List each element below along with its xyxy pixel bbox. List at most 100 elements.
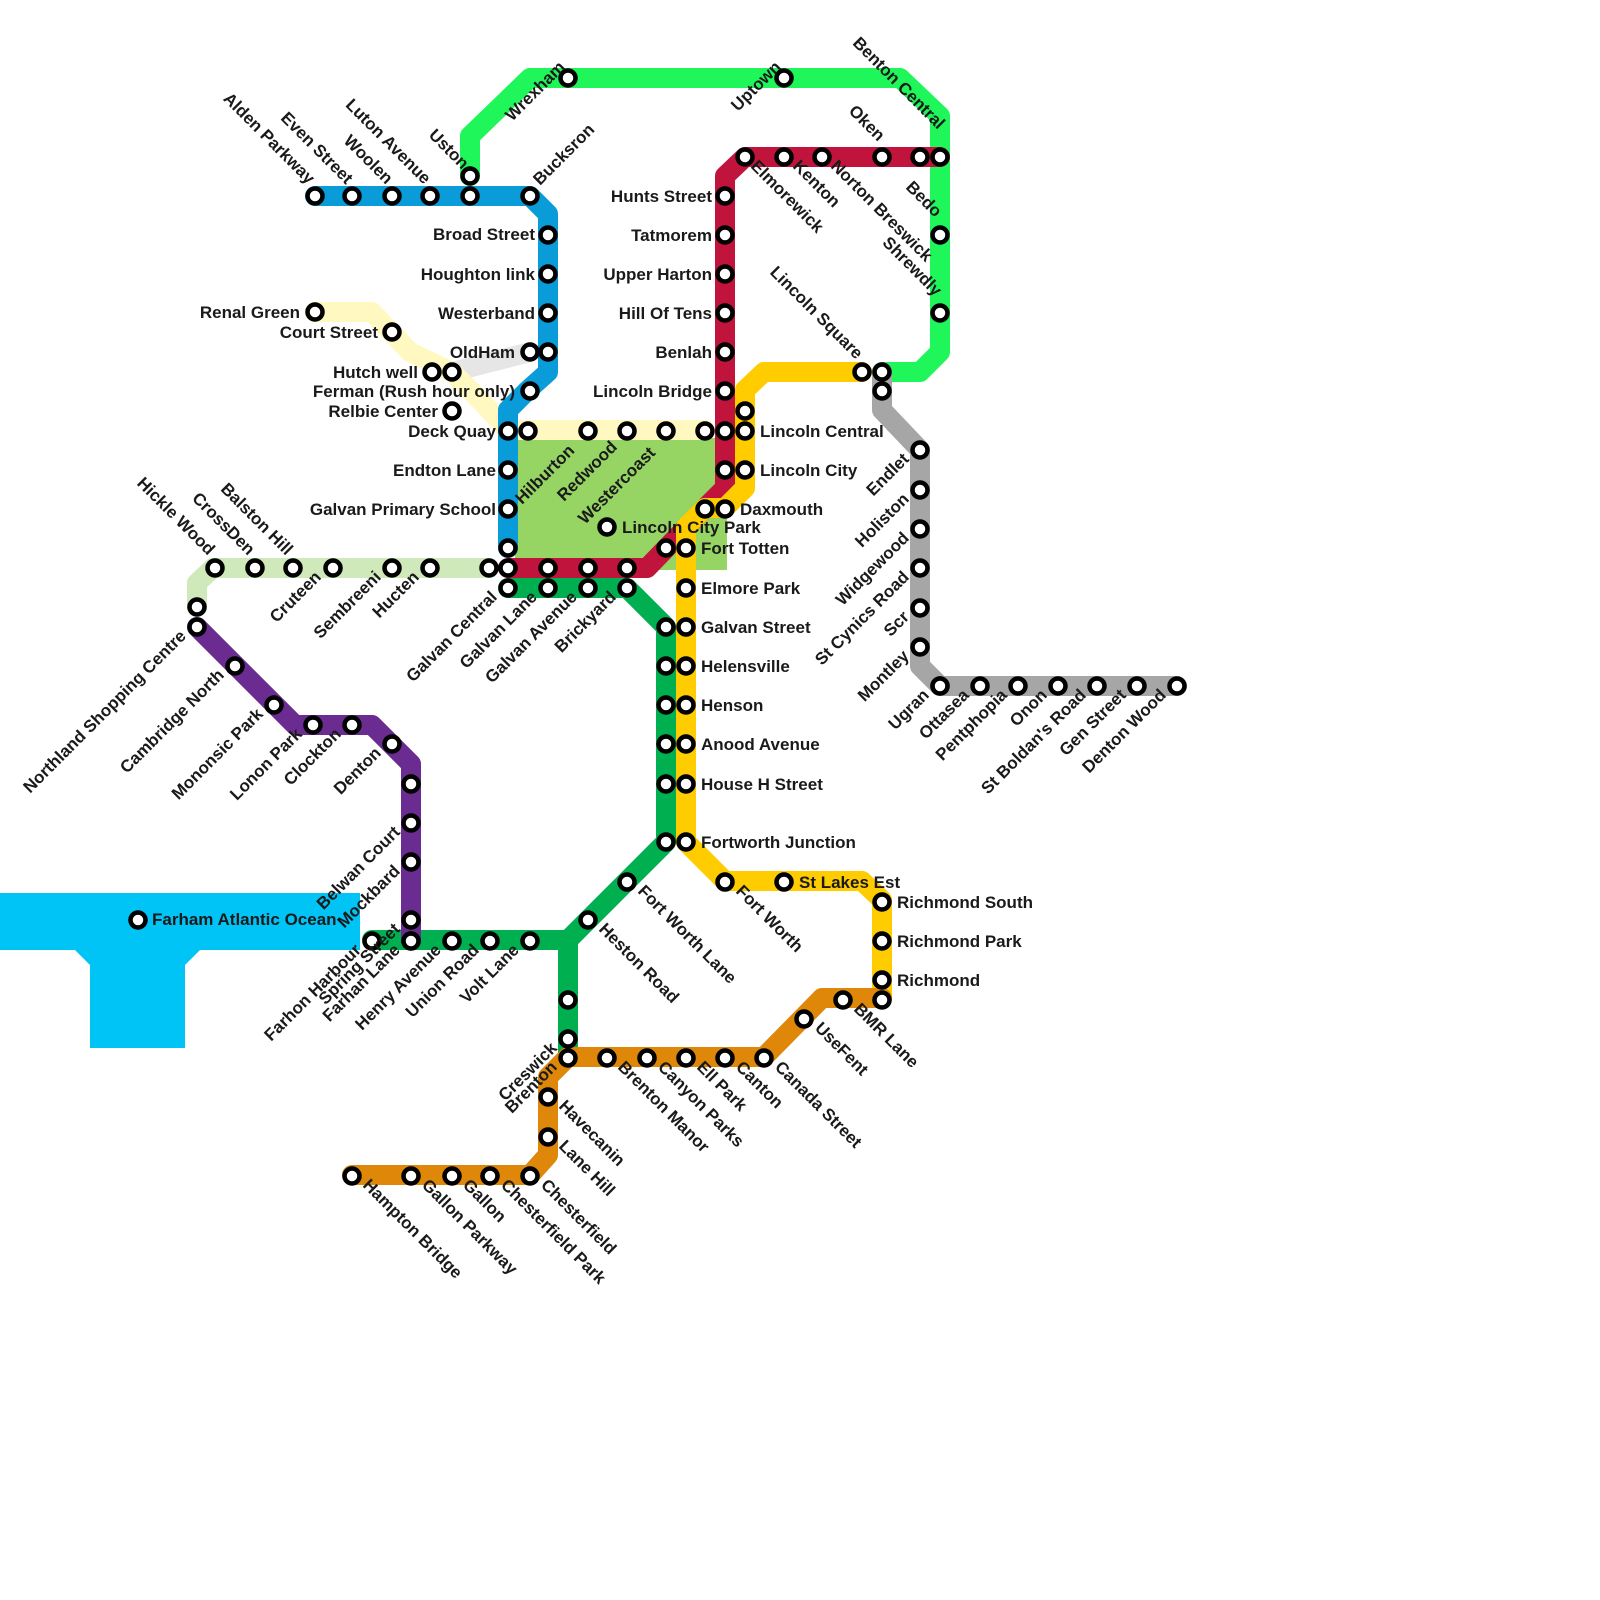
station-richmond-park[interactable]: Richmond Park [875, 932, 1023, 951]
station-hampton-bridge[interactable]: Hampton Bridge [345, 1169, 467, 1283]
station-marker[interactable] [286, 561, 301, 576]
station-marker[interactable] [718, 228, 733, 243]
station-fortworth-junction[interactable]: Fortworth Junction [679, 833, 856, 852]
station-marker[interactable] [933, 679, 948, 694]
station-marker[interactable] [445, 404, 460, 419]
station-marker[interactable] [875, 934, 890, 949]
station-marker[interactable] [501, 581, 516, 596]
station-farham-atlantic-ocean[interactable]: Farham Atlantic Ocean [131, 910, 337, 929]
station-marker[interactable] [208, 561, 223, 576]
interchange-stop-marker[interactable] [698, 502, 713, 517]
station-galvan-primary-school[interactable]: Galvan Primary School [310, 500, 516, 519]
interchange-stop-marker[interactable] [698, 424, 713, 439]
interchange-stop-marker[interactable] [404, 777, 419, 792]
station-marker[interactable] [404, 855, 419, 870]
station-marker[interactable] [777, 875, 792, 890]
interchange-stop-marker[interactable] [913, 150, 928, 165]
station-marker[interactable] [308, 305, 323, 320]
station-marker[interactable] [679, 581, 694, 596]
station-marker[interactable] [1170, 679, 1185, 694]
station-marker[interactable] [679, 620, 694, 635]
station-marker[interactable] [541, 306, 556, 321]
station-anood-avenue[interactable]: Anood Avenue [679, 735, 820, 754]
interchange-stop-marker[interactable] [875, 365, 890, 380]
station-marker[interactable] [875, 973, 890, 988]
station-marker[interactable] [523, 345, 538, 360]
station-elmore-park[interactable]: Elmore Park [679, 579, 801, 598]
station-marker[interactable] [404, 1169, 419, 1184]
station-marker[interactable] [913, 601, 928, 616]
station-marker[interactable] [679, 698, 694, 713]
station-marker[interactable] [973, 679, 988, 694]
station-marker[interactable] [501, 502, 516, 517]
station-marker[interactable] [738, 150, 753, 165]
interchange-stop-marker[interactable] [445, 365, 460, 380]
station-marker[interactable] [248, 561, 263, 576]
station-broad-street[interactable]: Broad Street [433, 225, 556, 244]
station-marker[interactable] [913, 443, 928, 458]
station-marker[interactable] [777, 150, 792, 165]
interchange-stop-marker[interactable] [659, 541, 674, 556]
interchange-stop-marker[interactable] [620, 561, 635, 576]
station-lincoln-city[interactable]: Lincoln City [738, 461, 858, 480]
station-lincoln-square[interactable]: Lincoln Square [766, 263, 869, 380]
station-marker[interactable] [445, 1169, 460, 1184]
station-bucksron[interactable]: Bucksron [523, 120, 599, 204]
interchange-stop-marker[interactable] [738, 404, 753, 419]
station-marker[interactable] [620, 581, 635, 596]
station-marker[interactable] [523, 384, 538, 399]
station-hunts-street[interactable]: Hunts Street [611, 187, 733, 206]
station-renal-green[interactable]: Renal Green [200, 303, 323, 322]
interchange-stop-marker[interactable] [659, 737, 674, 752]
station-marker[interactable] [404, 913, 419, 928]
station-marker[interactable] [679, 835, 694, 850]
station-marker[interactable] [581, 581, 596, 596]
station-marker[interactable] [131, 913, 146, 928]
station-upper-harton[interactable]: Upper Harton [603, 265, 732, 284]
station-marker[interactable] [933, 150, 948, 165]
station-marker[interactable] [483, 1169, 498, 1184]
station-lincoln-bridge[interactable]: Lincoln Bridge [593, 382, 733, 401]
station-marker[interactable] [385, 561, 400, 576]
station-houghton-link[interactable]: Houghton link [421, 265, 556, 284]
station-marker[interactable] [404, 934, 419, 949]
station-lincoln-city-park[interactable]: Lincoln City Park [600, 518, 762, 537]
station-marker[interactable] [718, 267, 733, 282]
station-marker[interactable] [620, 875, 635, 890]
interchange-stop-marker[interactable] [875, 384, 890, 399]
station-marker[interactable] [757, 1051, 772, 1066]
station-marker[interactable] [561, 1051, 576, 1066]
interchange-stop-marker[interactable] [659, 659, 674, 674]
station-marker[interactable] [445, 934, 460, 949]
interchange-stop-marker[interactable] [482, 561, 497, 576]
station-marker[interactable] [404, 816, 419, 831]
station-marker[interactable] [190, 620, 205, 635]
station-marker[interactable] [521, 424, 536, 439]
station-marker[interactable] [306, 718, 321, 733]
station-marker[interactable] [541, 1130, 556, 1145]
station-marker[interactable] [423, 561, 438, 576]
station-marker[interactable] [1051, 679, 1066, 694]
interchange-stop-marker[interactable] [541, 345, 556, 360]
station-marker[interactable] [679, 541, 694, 556]
interchange-stop-marker[interactable] [541, 561, 556, 576]
station-benlah[interactable]: Benlah [655, 343, 732, 362]
station-marker[interactable] [483, 934, 498, 949]
interchange-stop-marker[interactable] [501, 541, 516, 556]
station-marker[interactable] [345, 189, 360, 204]
station-denton[interactable]: Denton [330, 737, 400, 799]
station-marker[interactable] [718, 875, 733, 890]
station-marker[interactable] [679, 777, 694, 792]
station-marker[interactable] [738, 424, 753, 439]
station-marker[interactable] [1130, 679, 1145, 694]
station-marker[interactable] [308, 189, 323, 204]
station-marker[interactable] [541, 1090, 556, 1105]
station-marker[interactable] [326, 561, 341, 576]
station-marker[interactable] [267, 698, 282, 713]
station-marker[interactable] [679, 1051, 694, 1066]
station-henson[interactable]: Henson [679, 696, 764, 715]
station-house-h-street[interactable]: House H Street [679, 775, 824, 794]
station-marker[interactable] [1090, 679, 1105, 694]
station-marker[interactable] [718, 502, 733, 517]
station-marker[interactable] [385, 189, 400, 204]
